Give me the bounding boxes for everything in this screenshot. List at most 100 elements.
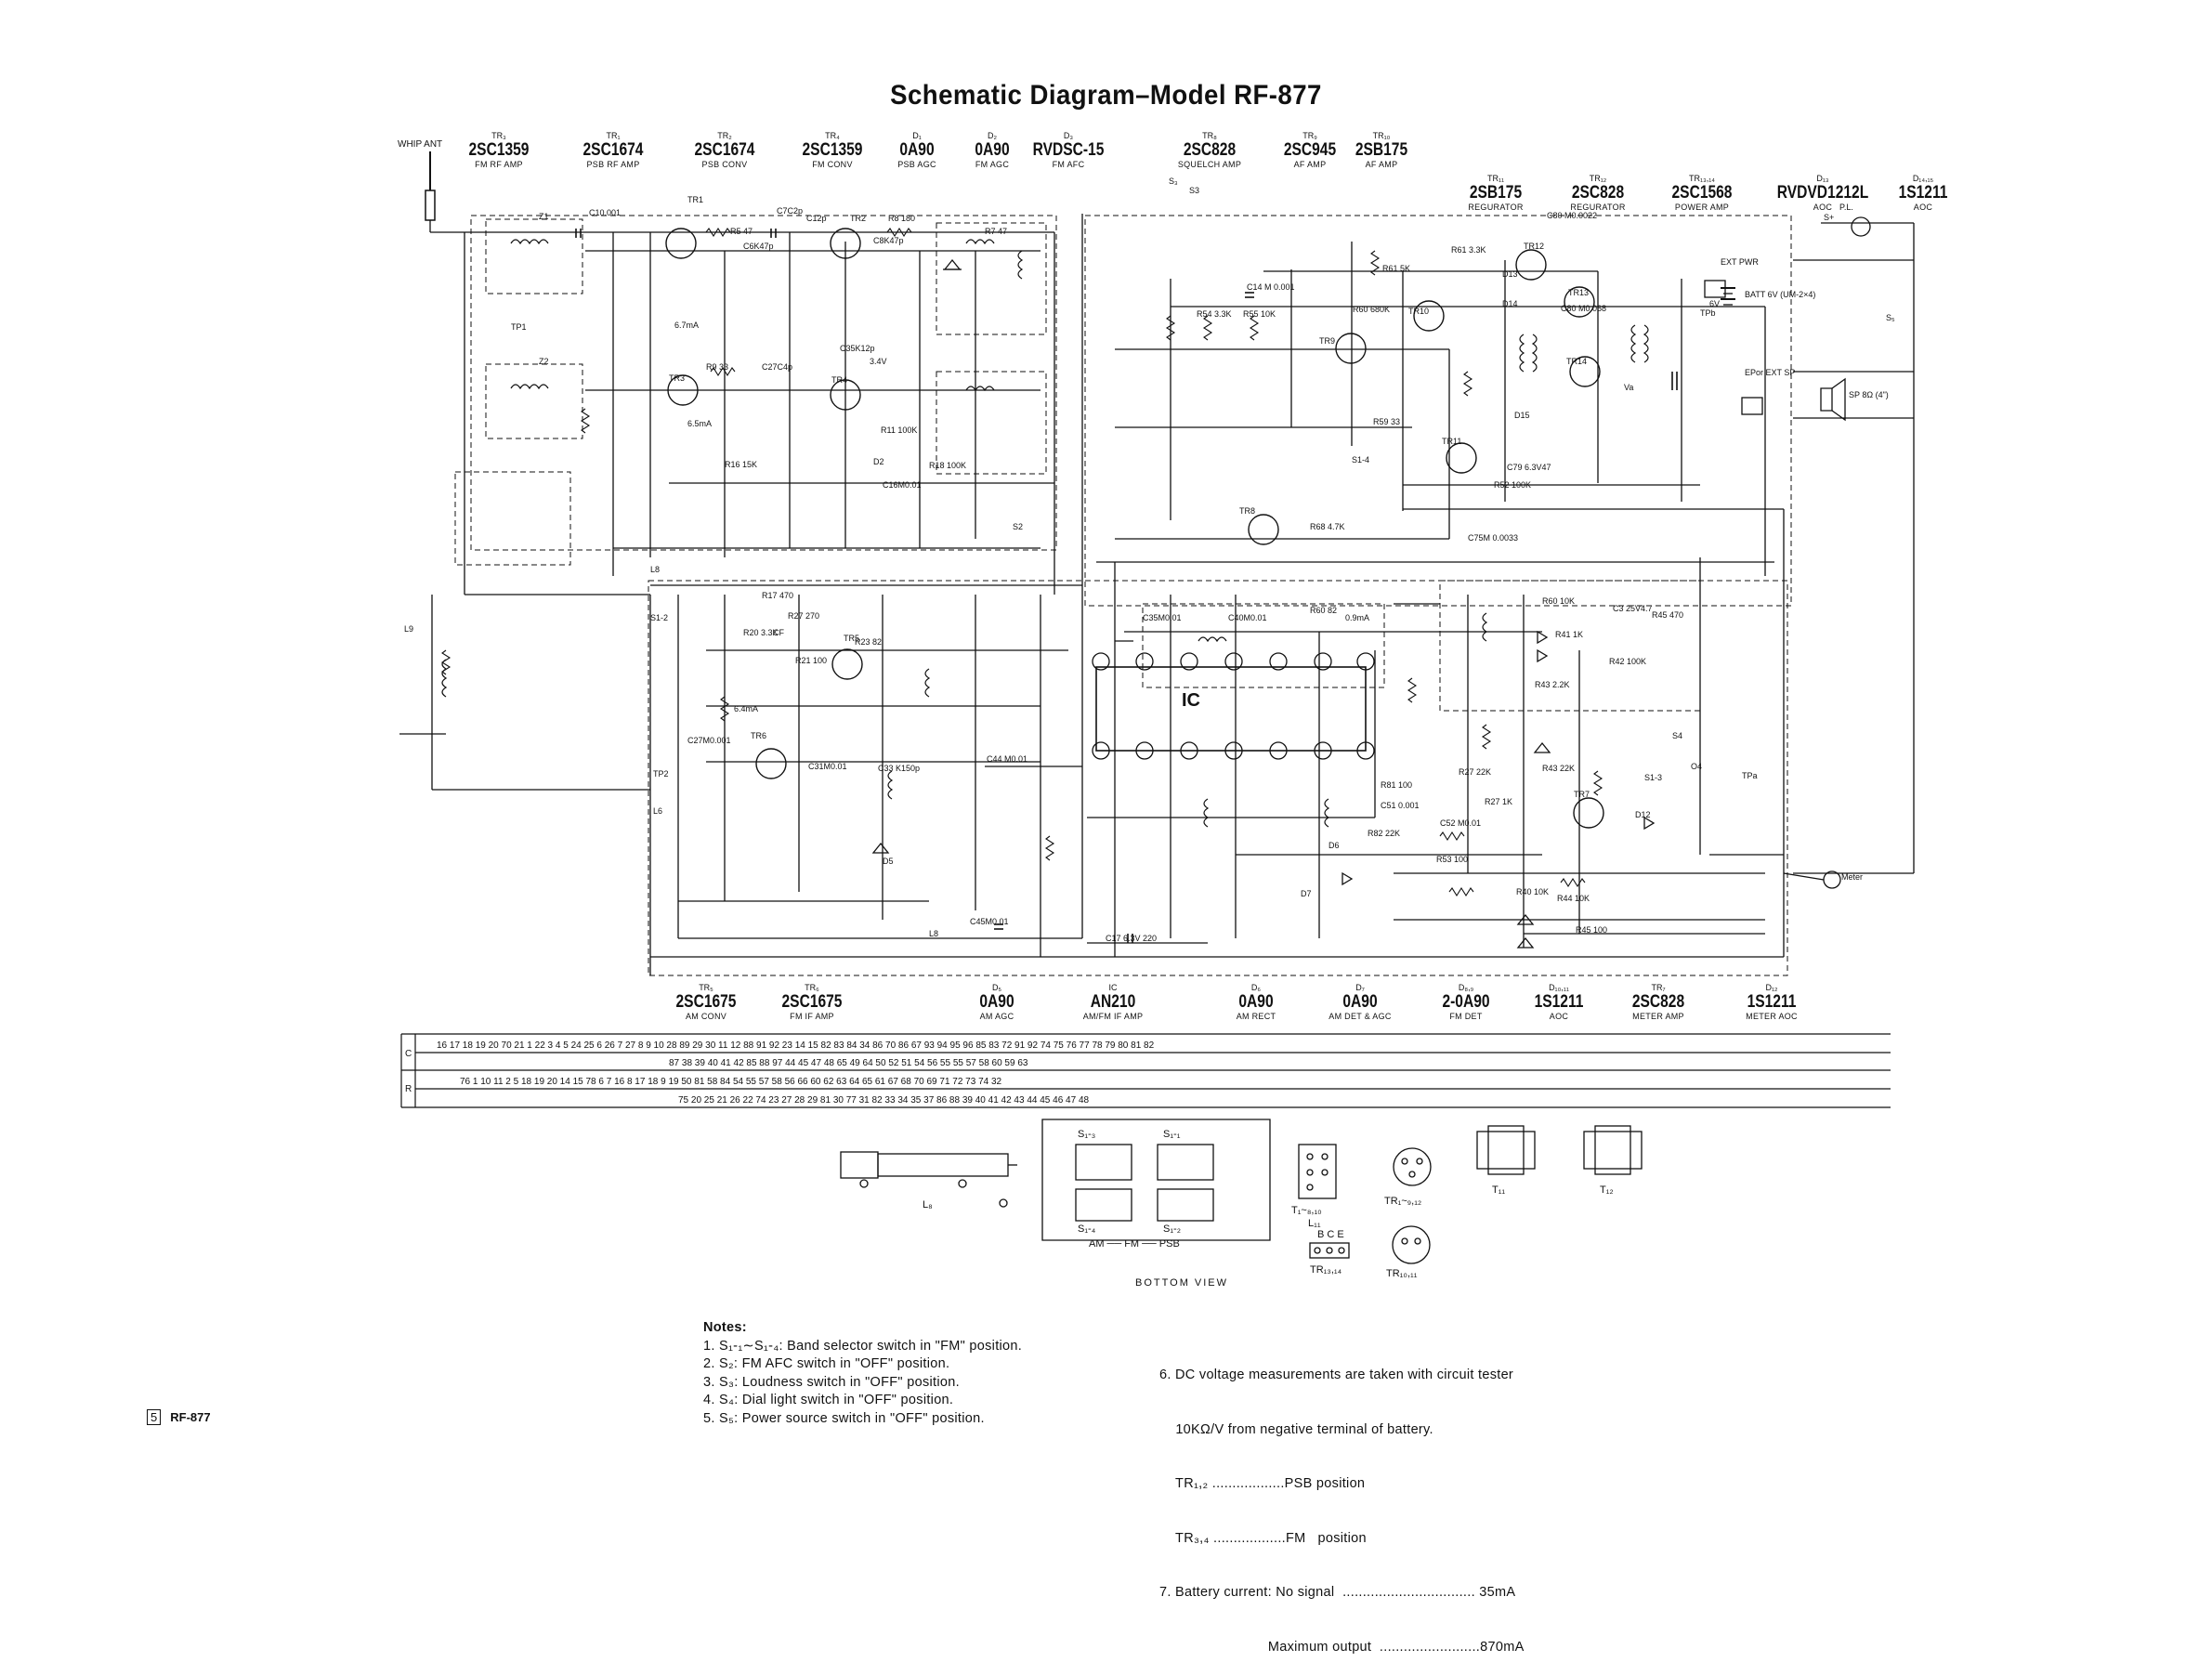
svg-text:C75M 0.0033: C75M 0.0033	[1468, 533, 1518, 543]
svg-text:R60 680K: R60 680K	[1353, 305, 1390, 314]
svg-text:6V: 6V	[1709, 299, 1720, 308]
svg-text:R44 10K: R44 10K	[1557, 894, 1590, 903]
note-1: 1. S₁-₁∼S₁-₄: Band selector switch in "F…	[703, 1338, 1023, 1354]
svg-text:Va: Va	[1624, 383, 1633, 392]
svg-text:R11 100K: R11 100K	[881, 425, 917, 435]
svg-text:C40M0.01: C40M0.01	[1228, 613, 1267, 622]
svg-text:L9: L9	[404, 624, 413, 634]
svg-text:R9 33: R9 33	[706, 362, 728, 372]
svg-text:C79 6.3V47: C79 6.3V47	[1507, 463, 1551, 472]
note-3: 3. S₃: Loudness switch in "OFF" position…	[703, 1374, 960, 1390]
svg-text:R82 22K: R82 22K	[1368, 829, 1400, 838]
svg-text:C35K12p: C35K12p	[840, 344, 875, 353]
svg-text:R45 470: R45 470	[1652, 610, 1683, 620]
svg-text:75 20 25 21 26 22: 75 20 25 21 26 22 74 23 27 28 29 81 30 7…	[678, 1095, 1090, 1106]
svg-text:TR11: TR11	[1442, 437, 1461, 446]
svg-text:87 38 39 40 41 4: 87 38 39 40 41 42 85 88 97 44 45 47 48 6…	[669, 1058, 1028, 1068]
svg-text:R68 4.7K: R68 4.7K	[1310, 522, 1345, 531]
notes-right: 6. DC voltage measurements are taken wit…	[1159, 1330, 1525, 1675]
bottom-view-label: BOTTOM VIEW	[1135, 1277, 1229, 1289]
svg-text:TR₁₀,₁₁: TR₁₀,₁₁	[1386, 1268, 1418, 1279]
svg-text:Meter: Meter	[1841, 872, 1863, 882]
svg-text:R61 3.3K: R61 3.3K	[1451, 245, 1486, 255]
svg-text:R60 82: R60 82	[1310, 606, 1337, 615]
svg-text:R55 10K: R55 10K	[1243, 309, 1276, 319]
svg-text:R5 47: R5 47	[730, 227, 753, 236]
antenna-label: WHIP ANT	[398, 139, 443, 150]
notes-heading: Notes:	[703, 1320, 747, 1335]
svg-text:L₈: L₈	[923, 1199, 933, 1210]
svg-text:R54 3.3K: R54 3.3K	[1197, 309, 1232, 319]
svg-text:TP2: TP2	[653, 769, 669, 779]
svg-text:C3 25V4.7: C3 25V4.7	[1613, 604, 1653, 613]
svg-text:C52 M0.01: C52 M0.01	[1440, 818, 1481, 828]
svg-text:R23 82: R23 82	[855, 637, 882, 647]
svg-text:R42 100K: R42 100K	[1609, 657, 1646, 666]
note-6: 6. DC voltage measurements are taken wit…	[1159, 1367, 1514, 1382]
svg-text:TR5: TR5	[844, 634, 859, 643]
svg-text:TR14: TR14	[1566, 357, 1587, 366]
svg-text:D12: D12	[1635, 810, 1651, 819]
svg-text:C10.001: C10.001	[589, 208, 621, 217]
svg-text:C27M0.001: C27M0.001	[687, 736, 731, 745]
svg-text:C51 0.001: C51 0.001	[1381, 801, 1420, 810]
note-5: 5. S₅: Power source switch in "OFF" posi…	[703, 1410, 985, 1426]
svg-text:0.9mA: 0.9mA	[1345, 613, 1369, 622]
svg-text:S₁-₄: S₁-₄	[1078, 1224, 1096, 1235]
svg-text:6.7mA: 6.7mA	[674, 321, 699, 330]
svg-text:C16M0.01: C16M0.01	[883, 480, 922, 490]
svg-text:R: R	[405, 1084, 412, 1094]
svg-text:TR₁₃,₁₄: TR₁₃,₁₄	[1310, 1264, 1342, 1276]
svg-text:TPb: TPb	[1700, 308, 1716, 318]
svg-text:Z1: Z1	[539, 212, 549, 221]
svg-text:TR13: TR13	[1568, 288, 1589, 297]
svg-text:D5: D5	[883, 857, 894, 866]
svg-text:C8K47p: C8K47p	[873, 236, 904, 245]
svg-text:R27 22K: R27 22K	[1459, 767, 1491, 777]
note-6b: 10KΩ/V from negative terminal of battery…	[1159, 1421, 1433, 1437]
svg-text:6.4mA: 6.4mA	[734, 704, 758, 713]
svg-text:TP1: TP1	[511, 322, 527, 332]
svg-text:R59 33: R59 33	[1373, 417, 1400, 426]
note-6c: TR₁,₂ ..................PSB position	[1159, 1476, 1366, 1491]
svg-text:L8: L8	[929, 929, 938, 938]
svg-text:R27 270: R27 270	[788, 611, 819, 621]
svg-text:S4: S4	[1672, 731, 1682, 740]
svg-text:D15: D15	[1514, 411, 1530, 420]
svg-text:TR9: TR9	[1319, 336, 1335, 346]
svg-text:TR10: TR10	[1408, 307, 1429, 316]
svg-text:D13: D13	[1502, 269, 1518, 279]
svg-text:C33 K150p: C33 K150p	[878, 764, 920, 773]
svg-text:T₁₁: T₁₁	[1492, 1184, 1505, 1196]
svg-text:C12p: C12p	[806, 214, 827, 223]
svg-text:BATT 6V (UM-2×4): BATT 6V (UM-2×4)	[1745, 290, 1815, 299]
svg-text:R40 10K: R40 10K	[1516, 887, 1549, 896]
svg-text:O4: O4	[1691, 762, 1702, 771]
svg-text:L6: L6	[653, 806, 662, 816]
svg-text:R27 1K: R27 1K	[1485, 797, 1512, 806]
band-selector-label: AM ── FM ── PSB	[1089, 1238, 1180, 1250]
svg-text:D7: D7	[1301, 889, 1312, 898]
svg-text:R20 3.3K: R20 3.3K	[743, 628, 779, 637]
svg-text:R43 22K: R43 22K	[1542, 764, 1575, 773]
svg-text:R17 470: R17 470	[762, 591, 793, 600]
svg-text:TR12: TR12	[1524, 242, 1544, 251]
svg-text:R41 1K: R41 1K	[1555, 630, 1583, 639]
svg-text:L8: L8	[650, 565, 660, 574]
svg-text:P.L.: P.L.	[1839, 203, 1853, 212]
svg-text:S+: S+	[1824, 213, 1834, 222]
